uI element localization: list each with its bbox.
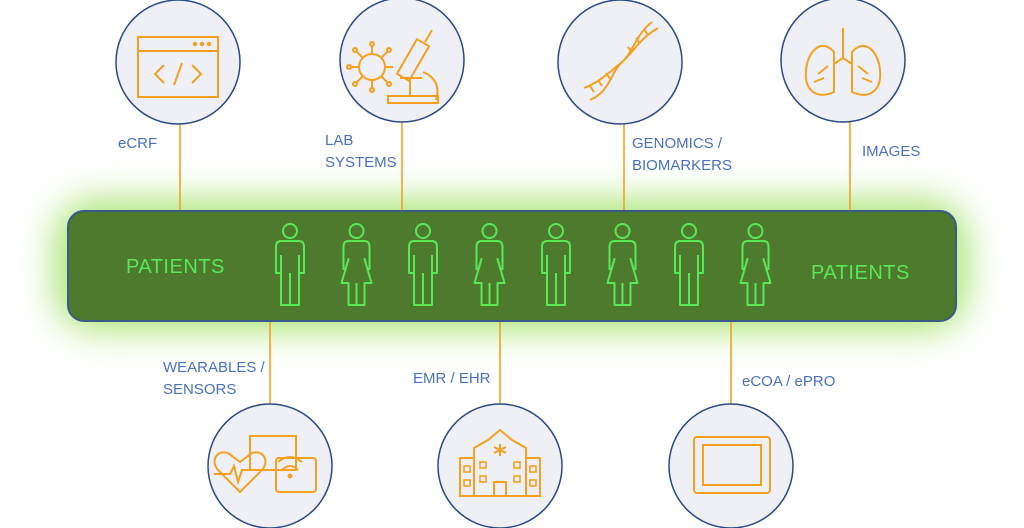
patient-figures xyxy=(275,223,772,306)
wearables-label: WEARABLES / SENSORS xyxy=(163,359,265,398)
ecoa-epro-source xyxy=(668,403,794,528)
female-patient-icon xyxy=(606,223,639,306)
female-patient-icon xyxy=(473,223,506,306)
heart-wearable-icon xyxy=(213,435,317,494)
tablet-icon xyxy=(693,436,771,494)
male-patient-icon xyxy=(541,223,571,306)
patients-left-label: PATIENTS xyxy=(126,256,225,278)
genomics-source xyxy=(557,0,683,125)
microscope-virus-icon xyxy=(346,29,439,104)
ecrf-label: eCRF xyxy=(118,135,158,152)
dna-icon xyxy=(583,21,659,101)
wearables-circle xyxy=(207,403,333,528)
emr-label: EMR / EHR xyxy=(413,370,491,387)
genomics-circle xyxy=(557,0,683,125)
emr-circle xyxy=(437,403,563,528)
code-window-icon xyxy=(137,36,219,98)
female-patient-icon xyxy=(739,223,772,306)
male-patient-icon xyxy=(408,223,438,306)
images-label: IMAGES xyxy=(862,143,921,160)
ecoa-circle xyxy=(668,403,794,528)
images-source xyxy=(780,0,906,123)
patients-right-label: PATIENTS xyxy=(811,262,910,284)
wearables-source xyxy=(207,403,333,528)
ecrf-circle xyxy=(115,0,241,125)
lungs-icon xyxy=(804,28,882,96)
female-patient-icon xyxy=(340,223,373,306)
lab-systems-label: LAB SYSTEMS xyxy=(325,132,397,171)
ecoa-label: eCOA / ePRO xyxy=(742,373,836,390)
emr-ehr-source xyxy=(437,403,563,528)
connectors xyxy=(179,118,851,405)
hospital-icon xyxy=(459,428,541,497)
genomics-label: GENOMICS / BIOMARKERS xyxy=(632,135,733,174)
images-circle xyxy=(780,0,906,123)
male-patient-icon xyxy=(275,223,305,306)
ecrf-source xyxy=(115,0,241,125)
lab-systems-source xyxy=(339,0,465,123)
male-patient-icon xyxy=(674,223,704,306)
